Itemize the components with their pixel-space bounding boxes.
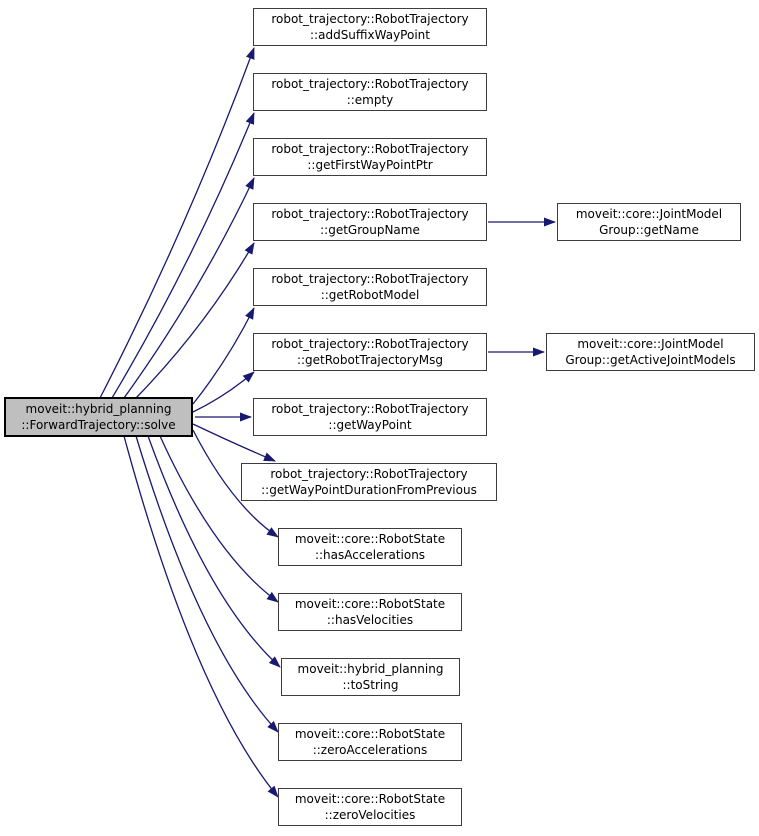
node-label-line1: robot_trajectory::RobotTrajectory — [271, 402, 469, 416]
edge-solve-getwaypointdurationfromprevious — [192, 423, 276, 462]
node-solve[interactable]: moveit::hybrid_planning ::ForwardTraject… — [4, 397, 193, 437]
edge-solve-addsuffixwaypoint — [99, 47, 255, 399]
node-label-line1: moveit::core::JointModel — [577, 337, 724, 351]
node-label-line2: ::getRobotModel — [320, 288, 420, 302]
node-get-way-point-duration-from-previous[interactable]: robot_trajectory::RobotTrajectory ::getW… — [241, 463, 497, 501]
node-label-line2: ::getFirstWayPointPtr — [307, 158, 433, 172]
node-has-accelerations[interactable]: moveit::core::RobotState ::hasAccelerati… — [278, 528, 462, 566]
node-zero-accelerations[interactable]: moveit::core::RobotState ::zeroAccelerat… — [278, 723, 462, 761]
node-label-line1: robot_trajectory::RobotTrajectory — [271, 12, 469, 26]
edge-solve-zerovelocities — [123, 435, 279, 798]
node-label-line2: Group::getName — [599, 223, 699, 237]
node-label-line2: ::getWayPoint — [328, 418, 412, 432]
node-label-line1: moveit::core::JointModel — [575, 207, 723, 221]
node-label-line2: ::empty — [346, 93, 394, 107]
node-label-line1: moveit::core::RobotState — [294, 727, 446, 741]
node-zero-velocities[interactable]: moveit::core::RobotState ::zeroVelocitie… — [278, 788, 462, 826]
node-label-line2: ::addSuffixWayPoint — [310, 28, 430, 42]
node-label-line1: robot_trajectory::RobotTrajectory — [270, 467, 468, 481]
node-get-group-name[interactable]: robot_trajectory::RobotTrajectory ::getG… — [253, 203, 487, 241]
node-label-line2: ::zeroVelocities — [324, 808, 416, 822]
node-add-suffix-way-point[interactable]: robot_trajectory::RobotTrajectory ::addS… — [253, 8, 487, 46]
node-label-line1: robot_trajectory::RobotTrajectory — [271, 207, 469, 221]
node-empty[interactable]: robot_trajectory::RobotTrajectory ::empt… — [253, 73, 487, 111]
node-label-line1: robot_trajectory::RobotTrajectory — [271, 142, 469, 156]
node-to-string[interactable]: moveit::hybrid_planning ::toString — [281, 658, 460, 696]
node-get-robot-trajectory-msg[interactable]: robot_trajectory::RobotTrajectory ::getR… — [253, 333, 487, 371]
edge-solve-getrobotmodel — [192, 307, 255, 405]
edge-solve-getgroupname — [135, 242, 255, 399]
node-label-line1: robot_trajectory::RobotTrajectory — [271, 337, 469, 351]
node-label-line1: moveit::core::RobotState — [294, 597, 446, 611]
node-has-velocities[interactable]: moveit::core::RobotState ::hasVelocities — [278, 593, 462, 631]
node-label-line2: ::hasAccelerations — [314, 548, 426, 562]
edge-solve-empty — [111, 112, 255, 399]
node-label-line2: Group::getActiveJointModels — [565, 353, 736, 367]
edge-solve-getrobottrajectorymsg — [192, 371, 255, 413]
node-joint-model-group-get-active-joint-models[interactable]: moveit::core::JointModel Group::getActiv… — [546, 333, 755, 371]
edge-solve-hasaccelerations — [192, 429, 279, 538]
node-label-line1: moveit::core::RobotState — [294, 792, 446, 806]
node-get-way-point[interactable]: robot_trajectory::RobotTrajectory ::getW… — [253, 398, 487, 436]
node-label-line2: ::getGroupName — [320, 223, 420, 237]
edge-solve-hasvelocities — [159, 435, 279, 603]
node-label-line2: ::getWayPointDurationFromPrevious — [261, 483, 477, 497]
node-get-first-way-point-ptr[interactable]: robot_trajectory::RobotTrajectory ::getF… — [253, 138, 487, 176]
edge-solve-getfirstwaypointptr — [123, 177, 255, 399]
node-get-robot-model[interactable]: robot_trajectory::RobotTrajectory ::getR… — [253, 268, 487, 306]
node-joint-model-group-get-name[interactable]: moveit::core::JointModel Group::getName — [557, 203, 741, 241]
node-label-line2: ::zeroAccelerations — [312, 743, 428, 757]
node-label-line2: ::hasVelocities — [326, 613, 414, 627]
node-label-line1: robot_trajectory::RobotTrajectory — [271, 272, 469, 286]
node-label-line1: moveit::core::RobotState — [294, 532, 446, 546]
node-label-line1: robot_trajectory::RobotTrajectory — [271, 77, 469, 91]
node-label-line1: moveit::hybrid_planning — [297, 662, 444, 676]
node-label-line1: moveit::hybrid_planning — [25, 402, 172, 416]
node-label-line2: ::toString — [342, 678, 399, 692]
node-label-line2: ::ForwardTrajectory::solve — [21, 418, 176, 432]
edge-solve-tostring — [147, 435, 281, 668]
node-label-line2: ::getRobotTrajectoryMsg — [296, 353, 444, 367]
edge-solve-zeroaccelerations — [135, 435, 279, 733]
